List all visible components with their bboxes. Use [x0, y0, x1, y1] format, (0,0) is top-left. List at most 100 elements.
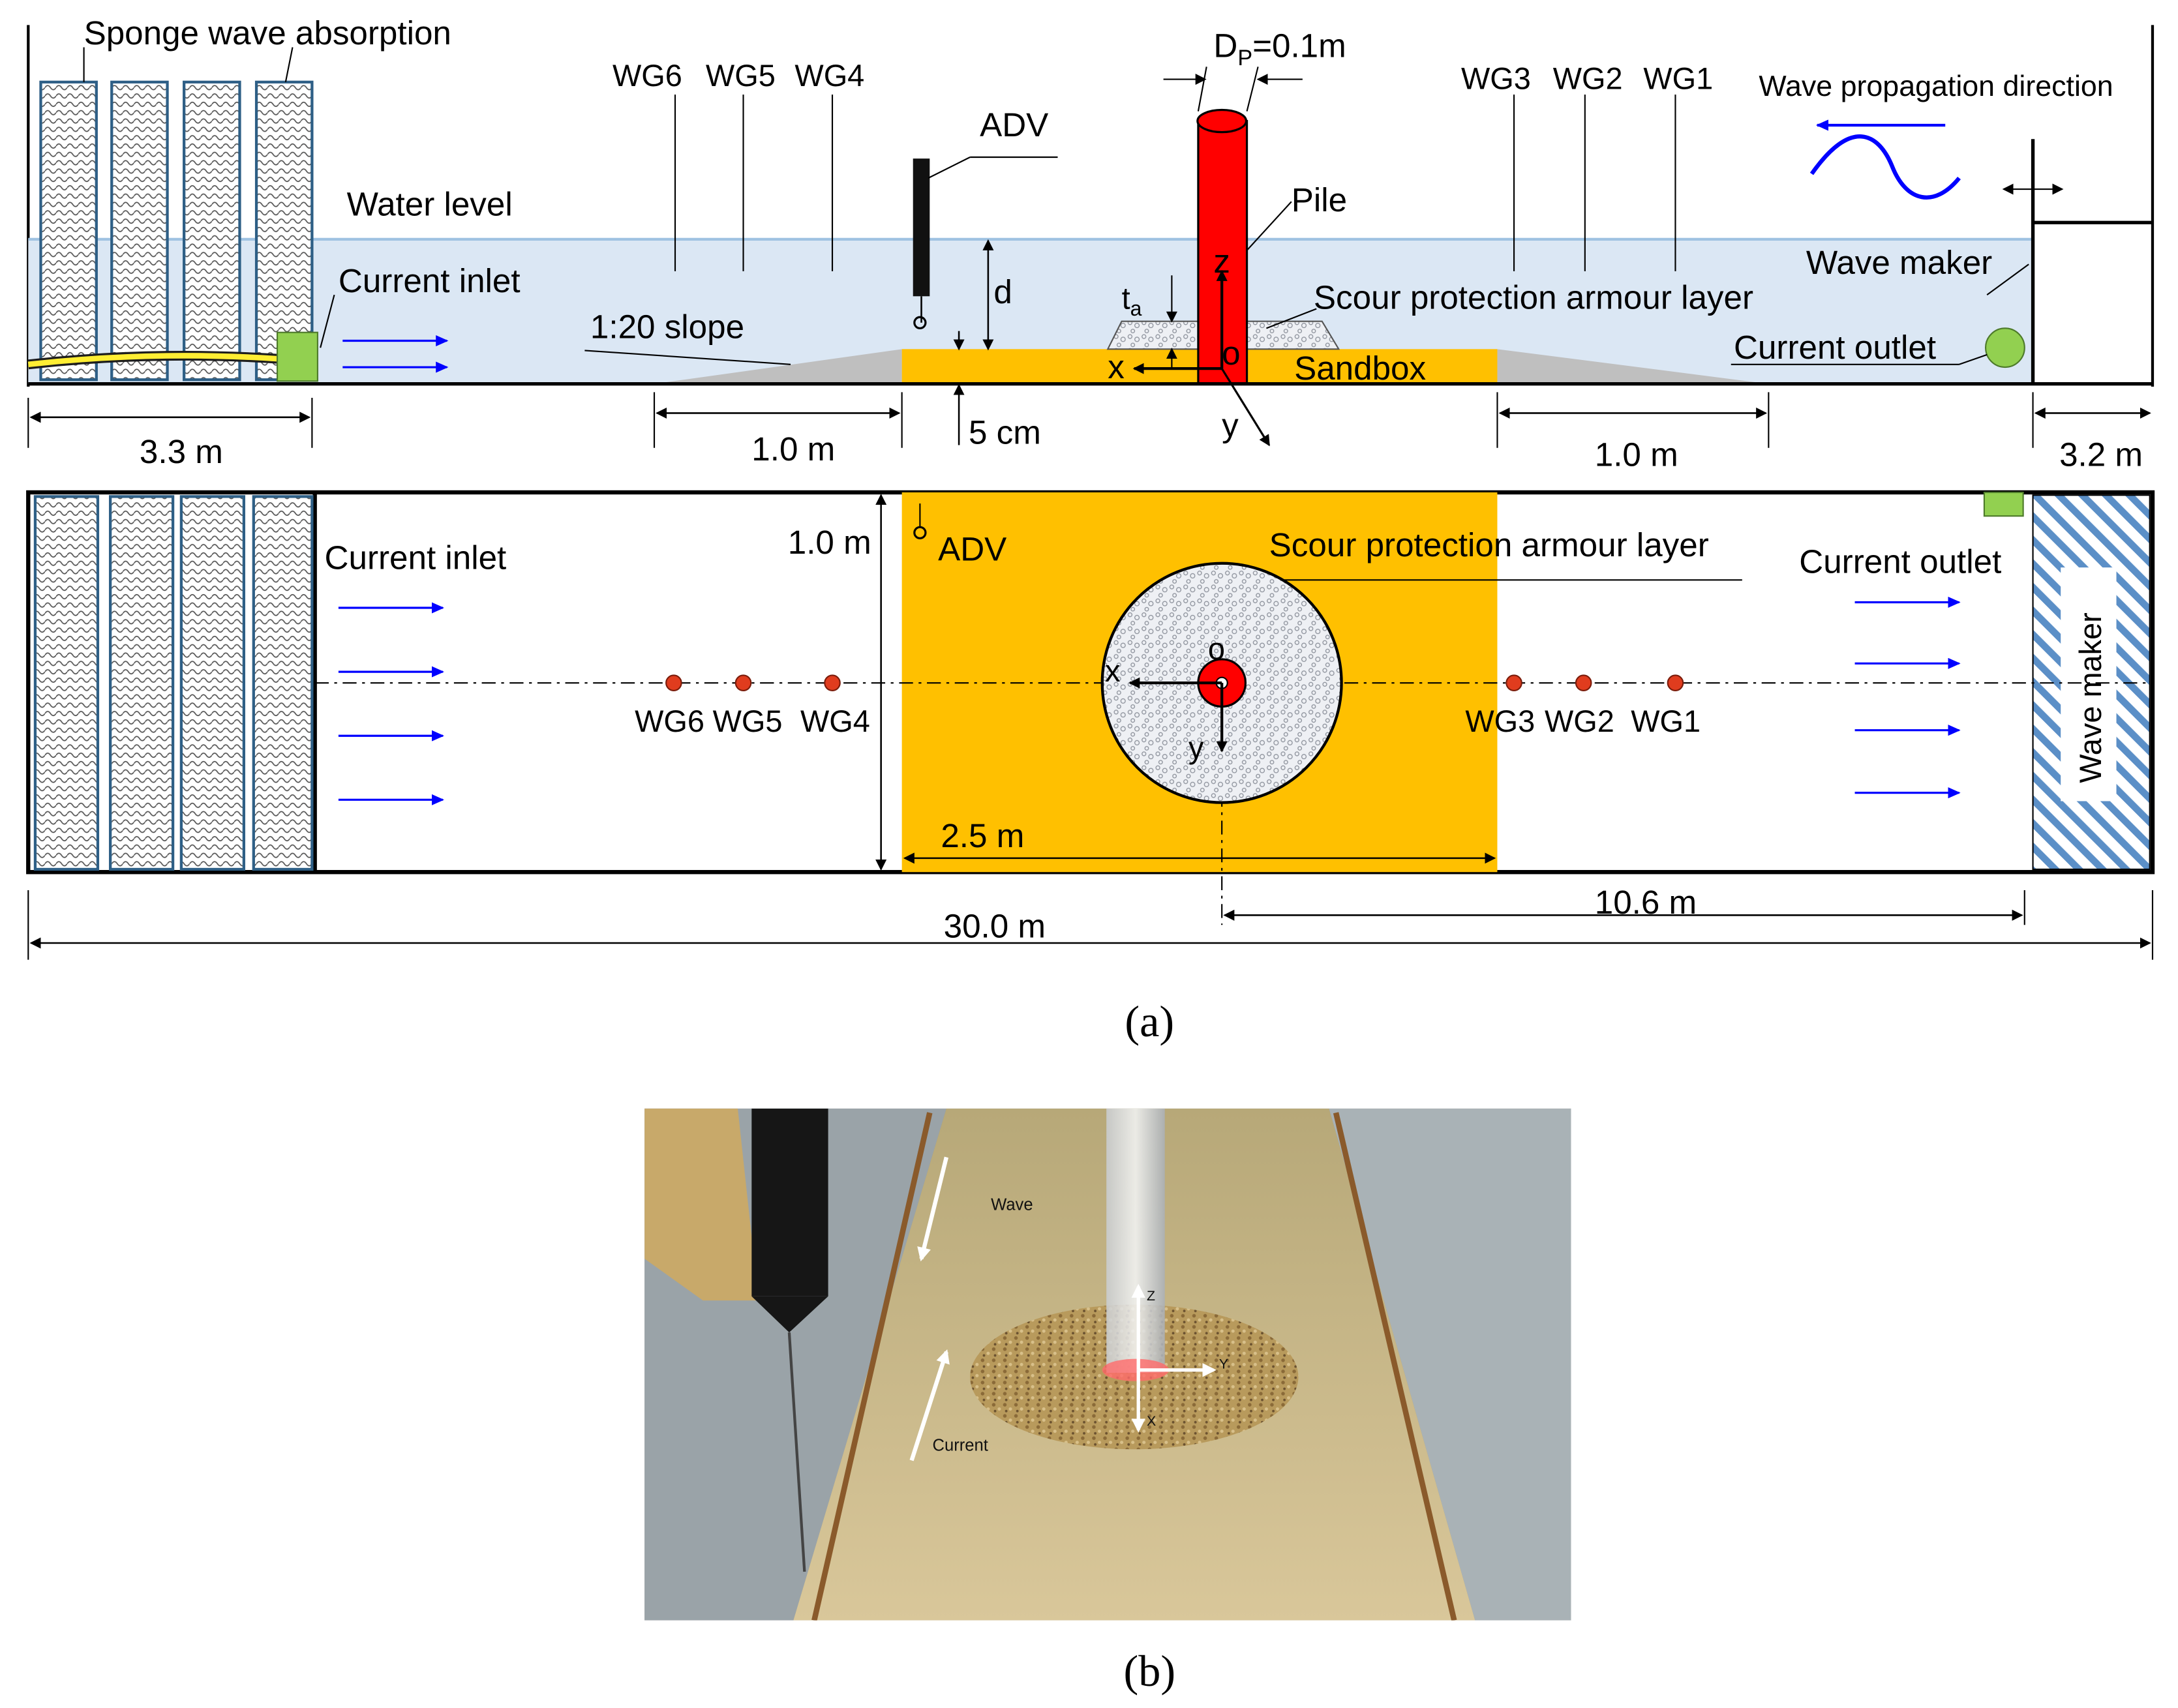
gauge-plan-wg1: WG1 [1631, 704, 1701, 738]
gauge-dot-wg5 [734, 674, 752, 691]
gauge-label-wg1: WG1 [1643, 61, 1713, 95]
adv-sensor-icon [913, 316, 927, 329]
dim-sandbox-label: 2.5 m [941, 817, 1024, 854]
slope-leader [584, 350, 791, 365]
armour-leader [1266, 308, 1317, 329]
water-level-label: Water level [347, 186, 513, 223]
gauge-label-wg3: WG3 [1461, 61, 1531, 95]
dim-3-2-label: 3.2 m [2059, 436, 2143, 473]
depth-label: d [993, 273, 1012, 310]
photo-edge-right [1333, 1112, 1457, 1621]
scour-layer-label: Scour protection armour layer [1314, 278, 1753, 316]
slope-label: 1:20 slope [590, 308, 744, 345]
gauge-plan-wg5: WG5 [713, 704, 783, 738]
scour-plan-label: Scour protection armour layer [1269, 526, 1709, 563]
plan-view: Current inlet 1.0 m ADV Scour protection… [26, 490, 2155, 960]
side-view: Sponge wave absorption Water level Curre… [27, 14, 2155, 473]
sandbox-label: Sandbox [1294, 350, 1426, 387]
outlet-leader-end [1959, 353, 1988, 365]
wave-maker-leader [1986, 263, 2029, 295]
gauge-plan-wg4: WG4 [800, 704, 870, 738]
adv-plan-label: ADV [938, 530, 1006, 567]
dim-30-label: 30.0 m [944, 907, 1046, 944]
photo-wave-arrow [917, 1156, 949, 1262]
dim-5cm-label: 5 cm [969, 413, 1041, 451]
caption-a: (a) [1125, 996, 1174, 1046]
inlet-leader [320, 294, 335, 348]
dim-3-3-label: 3.3 m [140, 433, 223, 470]
gauge-dot-wg6 [665, 674, 682, 691]
dim-10-6-label: 10.6 m [1595, 884, 1697, 921]
wave-icon [1809, 134, 1961, 200]
wave-maker-plan-label: Wave maker [2074, 612, 2108, 783]
axis-x-plan-label: x [1105, 654, 1120, 688]
photo-z-label: Z [1147, 1288, 1155, 1304]
adv-probe-side [913, 158, 930, 297]
gauge-label-wg6: WG6 [613, 59, 682, 93]
photo-adv-tip [751, 1296, 828, 1333]
current-inlet-box [276, 331, 318, 382]
photo-wave-label: Wave [991, 1195, 1033, 1214]
sponge-label: Sponge wave absorption [84, 14, 451, 52]
photo-current-arrow [909, 1349, 950, 1461]
wave-direction-label: Wave propagation direction [1759, 70, 2113, 102]
dp-main: D [1213, 27, 1237, 64]
pile-label: Pile [1292, 181, 1347, 218]
dp-ext-right [1246, 67, 1259, 112]
gauge-plan-wg6: WG6 [635, 704, 704, 738]
axis-z-label: z [1213, 243, 1230, 280]
adv-leader [928, 157, 971, 179]
dim-1-0-right-label: 1.0 m [1595, 436, 1678, 473]
ta-main: t [1122, 281, 1130, 315]
current-inlet-plan-label: Current inlet [325, 539, 507, 576]
current-outlet-label: Current outlet [1734, 329, 1936, 366]
photo-wood-mount [644, 1108, 759, 1301]
axis-o-label: o [1222, 335, 1240, 372]
dp-sub: P [1237, 46, 1252, 70]
current-inlet-label: Current inlet [339, 262, 521, 299]
sponge-columns-side [39, 80, 314, 382]
photo-edge-left [811, 1112, 933, 1621]
axis-y-plan-label: y [1188, 730, 1204, 764]
sponge-leader-right [284, 47, 294, 83]
dp-value: =0.1m [1252, 27, 1346, 64]
pile-leader [1246, 201, 1292, 251]
dp-label: DP=0.1m [1213, 27, 1346, 70]
gauge-plan-wg2: WG2 [1545, 704, 1614, 738]
current-outlet-icon [1984, 327, 2025, 368]
gauge-dot-wg3 [1505, 674, 1522, 691]
gauge-label-wg2: WG2 [1553, 61, 1623, 95]
slope-left [654, 349, 902, 384]
photo-panel: Wave Current Z Y X [644, 1108, 1571, 1621]
wave-maker-label-bg [2061, 567, 2117, 802]
gauge-dot-wg4 [824, 674, 841, 691]
photo-pipe [1106, 1108, 1165, 1373]
axis-o-plan-label: o [1208, 632, 1225, 666]
photo-current-label: Current [933, 1436, 988, 1454]
ta-sub: a [1130, 297, 1142, 320]
outlet-box-plan [1983, 491, 2024, 517]
photo-pipe-base [1102, 1358, 1170, 1381]
dim-1-0-left-label: 1.0 m [751, 430, 835, 468]
pile-top [1196, 108, 1248, 134]
gauge-label-wg4: WG4 [794, 59, 864, 93]
photo-y-label: Y [1219, 1356, 1228, 1372]
photo-right-wall [1329, 1108, 1571, 1621]
dp-ext-left [1197, 67, 1207, 112]
wave-maker-label: Wave maker [1806, 244, 1992, 281]
gauge-plan-wg3: WG3 [1465, 704, 1535, 738]
photo-adv-stem [787, 1332, 806, 1572]
slope-right [1497, 349, 1769, 384]
dim-width-label: 1.0 m [788, 524, 871, 561]
caption-b: (b) [1123, 1646, 1175, 1696]
current-outlet-plan-label: Current outlet [1799, 543, 2001, 580]
photo-adv-body [751, 1108, 828, 1296]
axis-y-side [1220, 368, 1271, 447]
axis-x-label: x [1108, 348, 1125, 385]
sponge-columns-plan [33, 495, 314, 871]
gauge-dot-wg1 [1667, 674, 1684, 691]
inlet-pipe [27, 353, 279, 368]
axis-y-label: y [1222, 407, 1239, 444]
photo-x-label: X [1147, 1413, 1156, 1429]
